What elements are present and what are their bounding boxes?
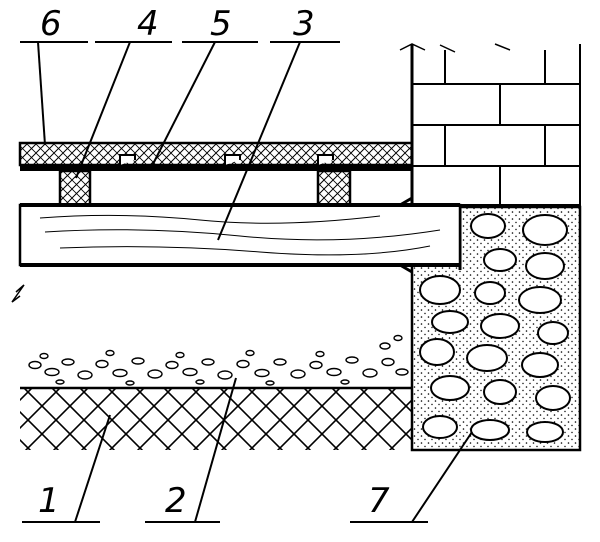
underlay-layer xyxy=(20,165,412,171)
gravel-layer xyxy=(28,334,409,386)
callout-7: 7 xyxy=(368,481,390,521)
callout-5: 5 xyxy=(210,4,232,44)
callout-4: 4 xyxy=(137,4,159,44)
callouts: 6 4 5 3 1 2 7 xyxy=(38,4,390,521)
leader-lines xyxy=(20,41,473,523)
earth-layer xyxy=(20,386,412,450)
callout-3: 3 xyxy=(293,4,315,44)
callout-1: 1 xyxy=(38,481,60,521)
break-mark xyxy=(11,284,25,303)
brick-wall xyxy=(399,43,581,207)
floor-joist xyxy=(18,196,462,274)
floor-boards xyxy=(18,141,414,167)
lag-battens xyxy=(58,169,352,207)
callout-6: 6 xyxy=(40,4,62,44)
callout-2: 2 xyxy=(165,481,187,521)
